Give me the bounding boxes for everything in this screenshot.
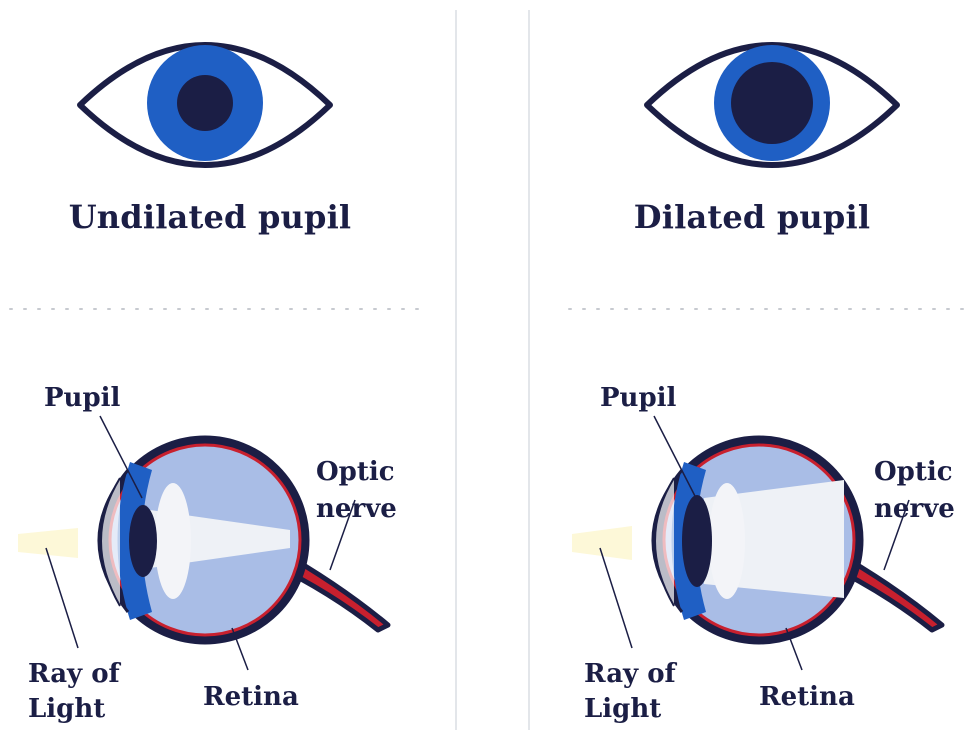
pupil-icon [731, 62, 813, 144]
optic-nerve-label-line2: nerve [874, 492, 955, 526]
ray-pointer [600, 548, 632, 648]
pupil [129, 505, 157, 577]
dilated-panel: Dilated pupil Pupil Optic nerve Ray of L… [484, 0, 968, 734]
ray-of-light-label-line1: Ray of [28, 657, 120, 691]
panel-title: Undilated pupil [0, 198, 420, 236]
pupil-label: Pupil [600, 381, 676, 415]
pupil [682, 495, 712, 587]
optic-nerve-label-line1: Optic [316, 455, 395, 489]
ray-of-light-label-line1: Ray of [584, 657, 676, 691]
retina-label: Retina [203, 680, 299, 714]
dotted-separator [564, 307, 968, 311]
lens [155, 483, 191, 599]
retina-label: Retina [759, 680, 855, 714]
pupil-label: Pupil [44, 381, 120, 415]
optic-nerve-label-line2: nerve [316, 492, 397, 526]
optic-nerve-label-line1: Optic [874, 455, 953, 489]
undilated-eye-icon [75, 20, 335, 190]
panel-title: Dilated pupil [542, 198, 962, 236]
dotted-separator [10, 307, 420, 311]
lens [709, 483, 745, 599]
dilated-eye-icon [642, 20, 902, 190]
ray-of-light-label-line2: Light [584, 692, 661, 726]
undilated-panel: Undilated pupil Pupil Optic nerve Ray of… [0, 0, 484, 734]
pupil-icon [177, 75, 233, 131]
ray-of-light-label-line2: Light [28, 692, 105, 726]
ray-pointer [46, 548, 78, 648]
